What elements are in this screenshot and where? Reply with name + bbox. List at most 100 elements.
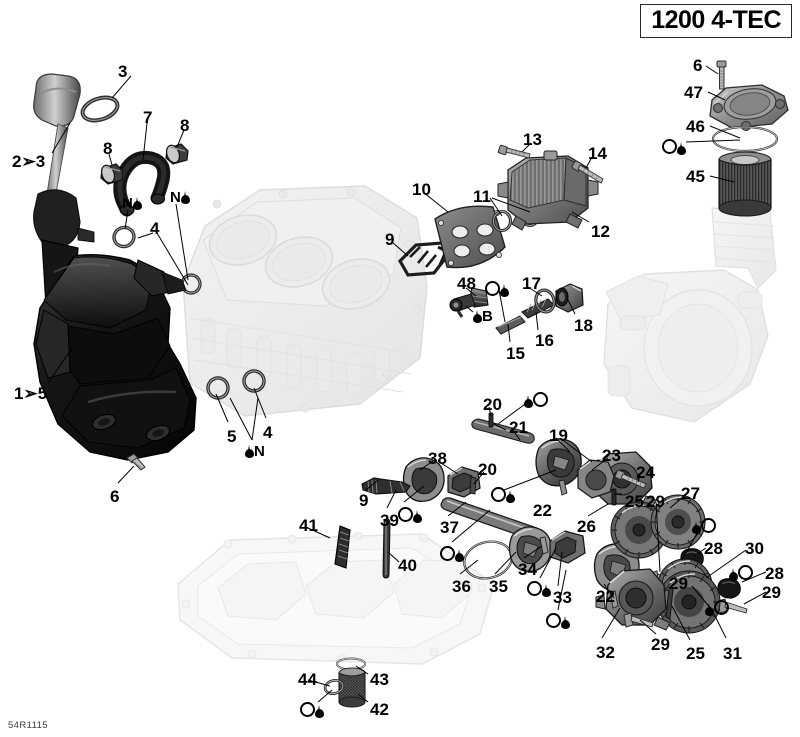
part-oil-filter-45 [716,150,774,220]
oil-drop-icon [524,395,533,408]
part-gasket-10 [429,201,509,277]
callout-29: 29 [669,574,688,593]
callout-24: 24 [636,463,655,482]
callout-46: 46 [686,117,705,136]
callout-31: 31 [723,644,742,663]
*lubricant-mark-ring-drop [662,139,686,156]
callout-4: 4 [263,423,273,442]
oil-drop-icon [677,142,686,155]
part-hose-7 [113,148,175,218]
oil-ring-icon [533,392,548,407]
callout-16: 16 [535,331,554,350]
diagram-reference-code: 54R1115 [8,720,48,731]
*lubricant-mark-ring-drop [300,702,324,719]
callout-37: 37 [440,518,459,537]
*lubricant-mark-drop-ring [692,518,716,535]
callout-34: 34 [518,560,537,579]
callout-48: 48 [457,274,476,293]
callout-45: 45 [686,167,705,186]
callout-20: 20 [478,460,497,479]
callout-19: 19 [549,426,568,445]
oil-ring-icon [440,546,455,561]
callout-23: 23 [602,446,621,465]
part-o-ring-4-upper [110,225,138,249]
*lubricant-mark-ring-drop [527,581,551,598]
*lubricant-mark-drop-b: B [473,309,493,324]
n-label: N [254,443,265,460]
part-clamp-8-right [163,141,191,167]
callout-8: 8 [180,116,190,135]
oil-drop-icon [413,510,422,523]
callout-28: 28 [704,539,723,558]
oil-drop-icon [180,191,190,204]
part-clamp-8-left [98,161,126,187]
*lubricant-mark-ring-drop [398,507,422,524]
part-sleeve-18 [550,281,588,315]
callout-43: 43 [370,670,389,689]
oil-ring-icon [701,518,716,533]
part-bolt-29-lowerleft [622,612,656,632]
part-o-ring-3 [80,95,120,123]
callout-17: 17 [522,274,541,293]
oil-drop-icon [561,616,570,629]
callout-40: 40 [398,556,417,575]
callout-25: 25 [686,644,705,663]
callout-2-to-3: 2➢3 [12,152,46,171]
oil-drop-icon [500,284,509,297]
callout-13: 13 [523,130,542,149]
part-rod-40 [381,518,395,580]
callout-10: 10 [412,180,431,199]
callout-33: 33 [553,588,572,607]
part-o-ring-44 [322,678,346,696]
callout-22: 22 [533,501,552,520]
part-key-25-upper [610,488,618,506]
callout-4: 4 [150,219,160,238]
callout-9: 9 [385,230,395,249]
part-fitting-48 [444,285,494,319]
oil-ring-icon [714,600,729,615]
part-pin-15 [494,314,528,336]
callout-36: 36 [452,577,471,596]
*lubricant-mark-drop-ring [729,565,753,582]
part-key-25-lower [664,586,676,622]
callout-44: 44 [298,670,317,689]
ghost-engine-block [165,178,435,438]
callout-12: 12 [591,222,610,241]
part-bolt-24 [614,469,650,491]
callout-42: 42 [370,700,389,719]
callout-39: 39 [380,511,399,530]
callout-6: 6 [110,487,120,506]
oil-drop-icon [692,521,701,534]
callout-25: 25 [625,492,644,511]
oil-ring-icon [300,702,315,717]
oil-drop-icon [132,197,142,210]
ghost-engine-assembly [598,196,798,446]
part-oil-tank [18,252,248,474]
callout-26: 26 [577,517,596,536]
oil-drop-icon [245,445,254,458]
oil-drop-icon [455,549,464,562]
oil-ring-icon [662,139,677,154]
callout-28: 28 [765,564,784,583]
callout-29: 29 [646,492,665,511]
oil-drop-icon [473,310,482,323]
oil-ring-icon [485,281,500,296]
callout-29: 29 [651,635,670,654]
*lubricant-mark-ring-drop [485,281,509,298]
oil-ring-icon [398,507,413,522]
part-bolt-6-filter [714,60,730,92]
*lubricant-mark-ring-drop [491,487,515,504]
oil-drop-icon [506,490,515,503]
part-pump-body-32 [595,565,672,631]
*lubricant-mark-drop-ring [524,392,548,409]
callout-30: 30 [745,539,764,558]
n-label: N [170,189,181,206]
*lubricant-mark-n-drop: N [122,196,142,211]
model-title-plate: 1200 4-TEC [640,4,792,38]
callout-8: 8 [103,139,113,158]
ghost-crankcase-lower [172,516,502,676]
callout-1-to-5: 1➢5 [14,384,48,403]
part-filter-cover-47 [700,82,792,134]
*lubricant-mark-drop-ring [705,600,729,617]
